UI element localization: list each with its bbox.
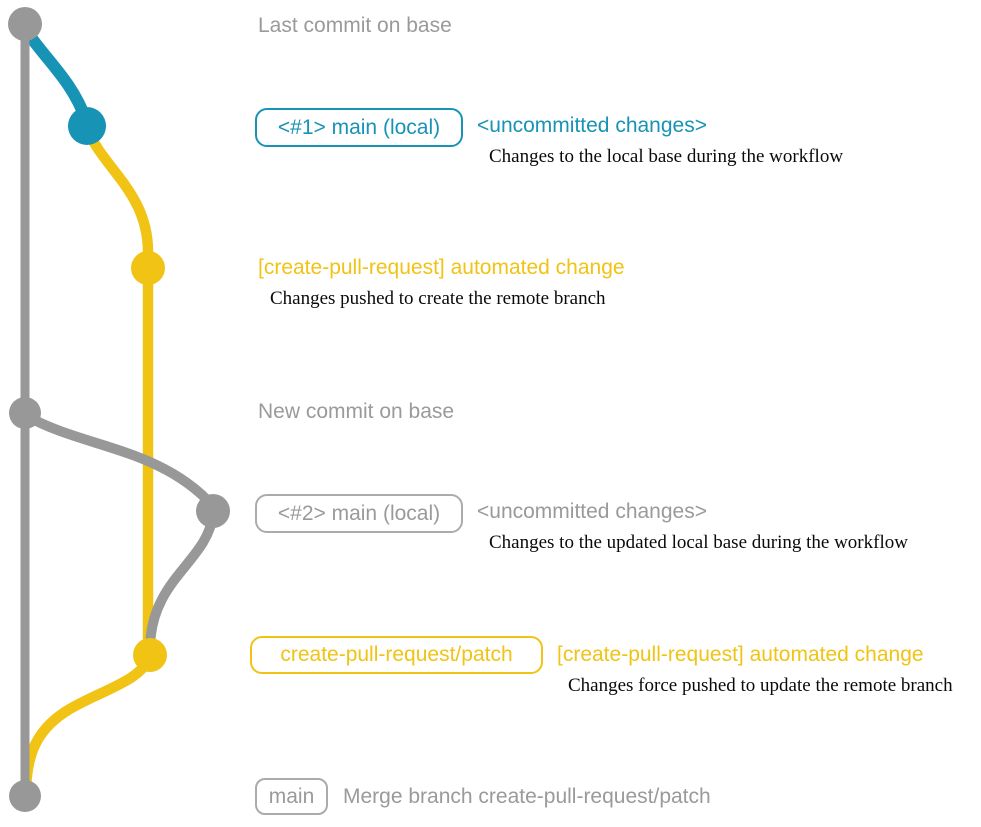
branch-line-patch-1 bbox=[81, 122, 154, 656]
branch-line-rebase-out bbox=[20, 410, 218, 511]
branch-badge-main-local-2: <#2> main (local) bbox=[255, 494, 463, 533]
branch-badge-label: <#1> main (local) bbox=[277, 115, 441, 139]
commit-description-uncommitted-1: Changes to the local base during the wor… bbox=[489, 146, 844, 167]
branch-badge-label: main bbox=[268, 784, 315, 808]
commit-dot-local-1 bbox=[68, 107, 106, 145]
commit-dot-local-2 bbox=[196, 494, 230, 528]
branch-badge-label: <#2> main (local) bbox=[277, 501, 441, 525]
commit-description-uncommitted-2: Changes to the updated local base during… bbox=[489, 532, 908, 553]
branch-badge-label: create-pull-request/patch bbox=[280, 643, 513, 666]
branch-badge-patch: create-pull-request/patch bbox=[250, 636, 543, 674]
commit-dot-new-base bbox=[9, 397, 41, 429]
commit-description-automated-1: Changes pushed to create the remote bran… bbox=[270, 288, 606, 309]
commit-title-automated-1: [create-pull-request] automated change bbox=[258, 256, 625, 279]
commit-title-uncommitted-2: <uncommitted changes> bbox=[477, 500, 707, 523]
commit-dot-remote-1 bbox=[131, 251, 165, 285]
branch-badge-main: main bbox=[255, 778, 328, 815]
branch-line-patch-merge bbox=[20, 649, 156, 796]
commit-graph bbox=[8, 7, 230, 812]
commit-description-automated-2: Changes force pushed to update the remot… bbox=[568, 675, 953, 696]
commit-title-merge: Merge branch create-pull-request/patch bbox=[343, 785, 711, 808]
branch-line-local-changes bbox=[20, 24, 92, 126]
label-new-commit-on-base: New commit on base bbox=[258, 400, 455, 423]
branch-line-rebase-in bbox=[145, 509, 218, 653]
commit-title-automated-2: [create-pull-request] automated change bbox=[557, 643, 924, 666]
branch-badge-main-local-1: <#1> main (local) bbox=[255, 108, 463, 147]
commit-dot-merge bbox=[9, 780, 41, 812]
commit-dot-last-base bbox=[8, 7, 42, 41]
commit-title-uncommitted-1: <uncommitted changes> bbox=[477, 114, 707, 137]
commit-dot-remote-2 bbox=[133, 638, 167, 672]
label-last-commit-on-base: Last commit on base bbox=[258, 14, 452, 37]
